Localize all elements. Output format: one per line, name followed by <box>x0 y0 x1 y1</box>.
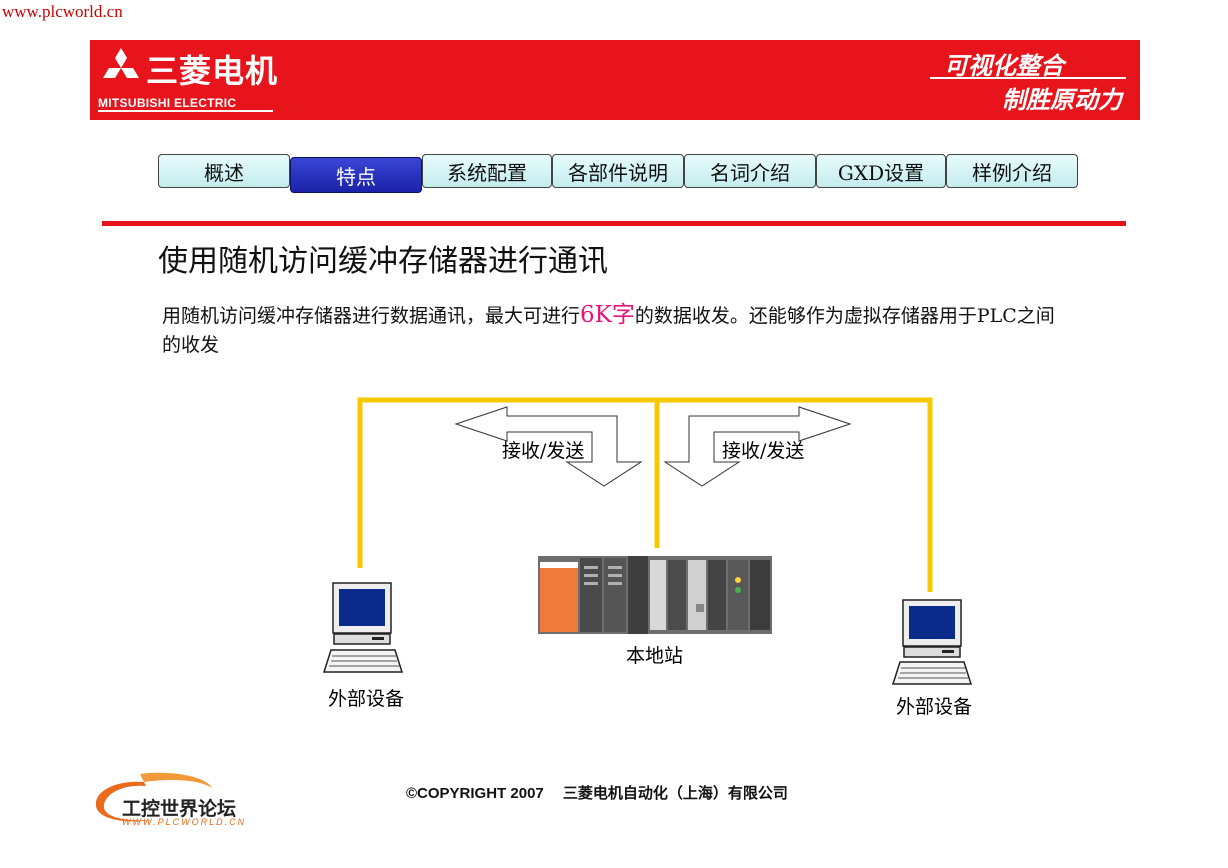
left-computer-icon <box>322 582 404 673</box>
plc-rack-icon <box>538 556 772 634</box>
description-text-2: 的数据收发。还能够作为虚拟存储器用于PLC之间的收发 <box>162 305 1055 356</box>
left-transfer-arrow-icon <box>454 406 643 487</box>
brand-underline <box>98 110 273 112</box>
right-arrow-label: 接收/发送 <box>722 440 804 462</box>
slogan-line-2: 制胜原动力 <box>1002 86 1122 114</box>
tab-glossary[interactable]: 名词介绍 <box>684 154 816 188</box>
brand-name-cn: 三菱电机 <box>146 52 279 90</box>
right-computer-icon <box>891 599 973 685</box>
tab-features[interactable]: 特点 <box>290 157 422 193</box>
description: 用随机访问缓冲存储器进行数据通讯，最大可进行6K字的数据收发。还能够作为虚拟存储… <box>162 301 1062 360</box>
forum-url: WWW.PLCWORLD.CN <box>122 817 247 827</box>
forum-swoosh-icon <box>95 772 212 822</box>
description-highlight: 6K字 <box>580 302 635 328</box>
forum-logo: 工控世界论坛 WWW.PLCWORLD.CN <box>88 768 258 830</box>
description-text-1: 用随机访问缓冲存储器进行数据通讯，最大可进行 <box>162 305 581 327</box>
mitsubishi-diamonds-icon <box>103 48 139 78</box>
page-title: 使用随机访问缓冲存储器进行通讯 <box>158 244 608 279</box>
network-bus-line <box>357 397 933 592</box>
slogan-divider <box>930 77 1126 79</box>
tab-components[interactable]: 各部件说明 <box>552 154 684 188</box>
tab-examples[interactable]: 样例介绍 <box>946 154 1078 188</box>
right-device-label: 外部设备 <box>896 696 972 718</box>
station-label: 本地站 <box>626 645 683 667</box>
right-transfer-arrow-icon <box>663 406 852 487</box>
brand-name-en: MITSUBISHI ELECTRIC <box>98 96 237 110</box>
forum-name: 工控世界论坛 <box>122 798 237 820</box>
header-banner: 三菱电机 MITSUBISHI ELECTRIC 可视化整合 制胜原动力 <box>90 40 1140 120</box>
left-arrow-label: 接收/发送 <box>502 440 584 462</box>
site-url[interactable]: www.plcworld.cn <box>2 2 123 21</box>
tab-system-config[interactable]: 系统配置 <box>422 154 552 188</box>
tab-gxd-settings[interactable]: GXD设置 <box>816 154 946 188</box>
tab-overview[interactable]: 概述 <box>158 154 290 188</box>
section-divider <box>102 221 1126 226</box>
slogan-line-1: 可视化整合 <box>944 52 1064 80</box>
network-lines <box>357 397 933 592</box>
copyright: ©COPYRIGHT 2007 三菱电机自动化（上海）有限公司 <box>406 785 788 802</box>
left-device-label: 外部设备 <box>328 688 404 710</box>
